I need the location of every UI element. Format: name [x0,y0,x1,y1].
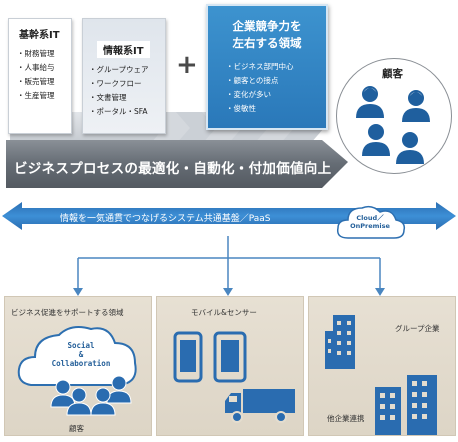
platform-label: 情報を一気通貫でつなげるシステム共通基盤／PaaS [60,214,271,224]
competitive-list: ビジネス部門中心 顧客との接点 変化が多い 俊敏性 [226,60,294,116]
list-item: 顧客との接点 [226,74,294,88]
list-item: グループウェア [89,63,149,77]
truck-icon [225,389,295,423]
competitive-area-card: 企業競争力を 左右する領域 ビジネス部門中心 顧客との接点 変化が多い 俊敏性 [206,4,328,130]
group-companies-label: グループ企業 [395,324,440,333]
connector-lines [73,236,385,296]
list-item: 販売管理 [17,75,55,89]
list-item: 生産管理 [17,89,55,103]
info-it-list: グループウェア ワークフロー 文書管理 ポータル・SFA [89,63,149,119]
list-item: 財務管理 [17,47,55,61]
tablet-icon [213,331,247,383]
partner-buildings-icon [375,375,437,435]
social-cloud-icon [17,326,137,386]
core-it-card: 基幹系IT 財務管理 人事給与 販売管理 生産管理 [8,18,72,134]
info-it-title: 情報系IT [97,41,150,58]
core-it-title: 基幹系IT [13,25,66,42]
building-icon [325,315,355,369]
smartphone-icon [173,331,203,383]
list-item: 変化が多い [226,88,294,102]
social-cloud-label: Social & Collaboration [51,341,111,368]
core-it-list: 財務管理 人事給与 販売管理 生産管理 [17,47,55,103]
mobile-sensor-panel: モバイル&センサー [156,296,304,436]
business-promotion-panel: ビジネス促進をサポートする領域 Social & Collaboration 顧… [4,296,152,436]
customer-circle [336,58,452,174]
list-item: 文書管理 [89,91,149,105]
list-item: ポータル・SFA [89,105,149,119]
banner-label: ビジネスプロセスの最適化・自動化・付加価値向上 [14,161,332,177]
customer-label: 顧客 [382,68,403,80]
info-it-card: 情報系IT グループウェア ワークフロー 文書管理 ポータル・SFA [82,18,166,134]
partner-companies-label: 他企業連携 [327,414,365,423]
group-companies-panel: グループ企業 他企業連携 [308,296,456,436]
customers-caption: 顧客 [69,424,84,433]
panel-title: ビジネス促進をサポートする領域 [11,308,124,317]
plus-sign: + [176,50,198,80]
cloud-icon [336,205,406,239]
list-item: ビジネス部門中心 [226,60,294,74]
customers-group-icon [50,375,132,416]
list-item: 人事給与 [17,61,55,75]
panel-title: モバイル&センサー [191,308,257,317]
cloud-label: Cloud／ OnPremise [350,214,390,230]
customer-people-icon [356,86,430,164]
list-item: 俊敏性 [226,102,294,116]
competitive-title: 企業競争力を 左右する領域 [232,19,302,50]
list-item: ワークフロー [89,77,149,91]
